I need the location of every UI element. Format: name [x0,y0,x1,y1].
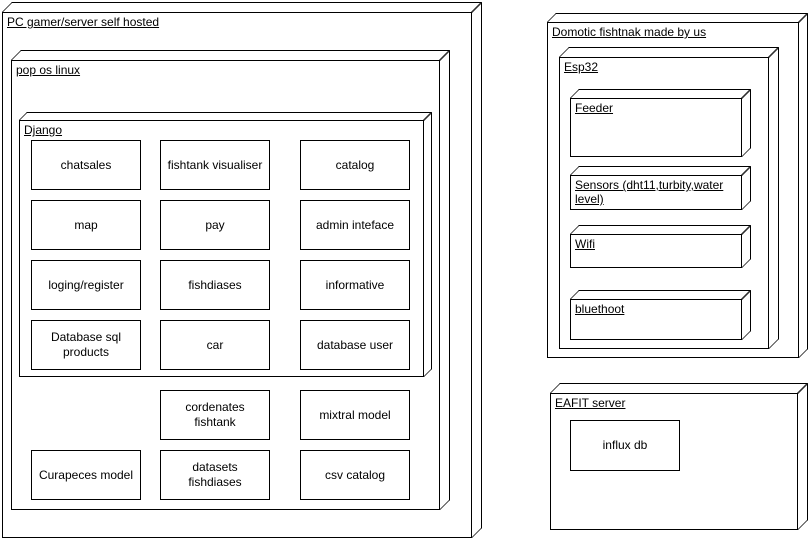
module-label: influx db [602,438,648,452]
module-admin-inteface[interactable]: admin inteface [300,200,410,250]
module-database-sql-products[interactable]: Database sql products [31,320,141,370]
module-fishtank-visualiser[interactable]: fishtank visualiser [160,140,270,190]
node-front-face [570,98,742,157]
module-label: map [74,217,98,232]
module-mixtral-model[interactable]: mixtral model [300,390,410,440]
module-cordenates-fishtank[interactable]: cordenates fishtank [160,390,270,440]
node-front-face [570,175,742,210]
node-top-face [2,2,482,12]
module-fishdiases[interactable]: fishdiases [160,260,270,310]
module-label: Database sql products [50,330,122,359]
node-top-face [570,290,751,299]
module-label: Curapeces model [38,467,134,482]
module-catalog[interactable]: catalog [300,140,410,190]
node-top-face [547,13,808,22]
node-right-face [440,50,450,510]
node-right-face [472,2,482,538]
module-label: catalog [335,157,375,172]
node-right-face [424,112,432,377]
module-label: database user [316,337,394,352]
module-label: loging/register [48,277,124,292]
node-right-face [742,89,751,157]
node-front-face [570,234,742,268]
module-influx-db[interactable]: influx db [570,420,680,471]
node-bluethoot[interactable]: bluethoot [570,290,751,340]
node-top-face [19,112,432,120]
node-right-face [769,47,779,349]
module-label: fishtank visualiser [167,157,263,172]
module-label: admin inteface [315,217,395,232]
module-label: cordenates fishtank [185,400,245,429]
node-right-face [742,290,751,340]
module-informative[interactable]: informative [300,260,410,310]
module-curapeces-model[interactable]: Curapeces model [31,450,141,500]
module-label: informative [325,277,385,292]
module-label: chatsales [60,157,112,172]
node-right-face [798,383,808,530]
module-label: car [206,337,224,352]
node-top-face [570,225,751,234]
node-top-face [570,89,751,98]
node-top-face [559,47,779,57]
node-right-face [799,13,808,358]
module-loging-register[interactable]: loging/register [31,260,141,310]
node-sensors[interactable]: Sensors (dht11,turbity,water level) [570,166,751,210]
module-map[interactable]: map [31,200,141,250]
node-top-face [570,166,751,175]
module-chatsales[interactable]: chatsales [31,140,141,190]
module-label: mixtral model [319,407,391,422]
module-datasets-fishdiases[interactable]: datasets fishdiases [160,450,270,500]
module-label: datasets fishdiases [188,460,242,489]
module-csv-catalog[interactable]: csv catalog [300,450,410,500]
node-top-face [550,383,808,393]
node-wifi[interactable]: Wifi [570,225,751,268]
module-label: csv catalog [324,467,386,482]
module-database-user[interactable]: database user [300,320,410,370]
module-pay[interactable]: pay [160,200,270,250]
node-right-face [742,225,751,268]
node-top-face [11,50,450,60]
module-label: pay [205,217,225,232]
node-feeder[interactable]: Feeder [570,89,751,157]
module-label: fishdiases [188,277,242,292]
node-right-face [742,166,751,210]
node-front-face [570,299,742,340]
module-car[interactable]: car [160,320,270,370]
